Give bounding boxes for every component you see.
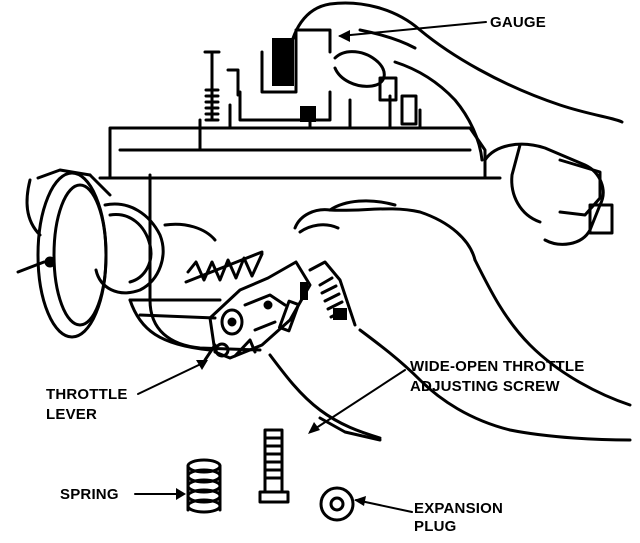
- expansion-plug-label-line1: EXPANSION: [414, 500, 504, 517]
- spring-label: SPRING: [60, 486, 119, 503]
- throttle-lever-label-line1: THROTTLE: [46, 386, 128, 403]
- leader-arrowheads: [176, 30, 366, 506]
- idle-screw-drawing: [203, 50, 240, 122]
- upper-hand-drawing: [286, 1, 624, 162]
- expansion-plug-label-line2: PLUG: [414, 518, 457, 535]
- wot-screw-label-line1: WIDE-OPEN THROTTLE: [410, 358, 585, 375]
- spring-part-drawing: [186, 458, 222, 514]
- adjusting-screw-part-drawing: [258, 428, 290, 504]
- carburetor-body-drawing: [98, 76, 502, 352]
- lower-hand-drawing: [268, 199, 632, 442]
- choke-diaphragm-drawing: [16, 168, 217, 339]
- expansion-plug-part-drawing: [319, 486, 355, 522]
- wot-screw-label-line2: ADJUSTING SCREW: [410, 378, 560, 395]
- air-horn-drawing: [483, 142, 614, 246]
- gauge-label: GAUGE: [490, 14, 547, 31]
- throttle-lever-drawing: [203, 260, 357, 362]
- gauge-drawing: [238, 28, 332, 122]
- throttle-lever-label-line2: LEVER: [46, 406, 98, 423]
- leader-lines: [134, 21, 487, 513]
- throttle-return-spring-drawing: [184, 250, 264, 284]
